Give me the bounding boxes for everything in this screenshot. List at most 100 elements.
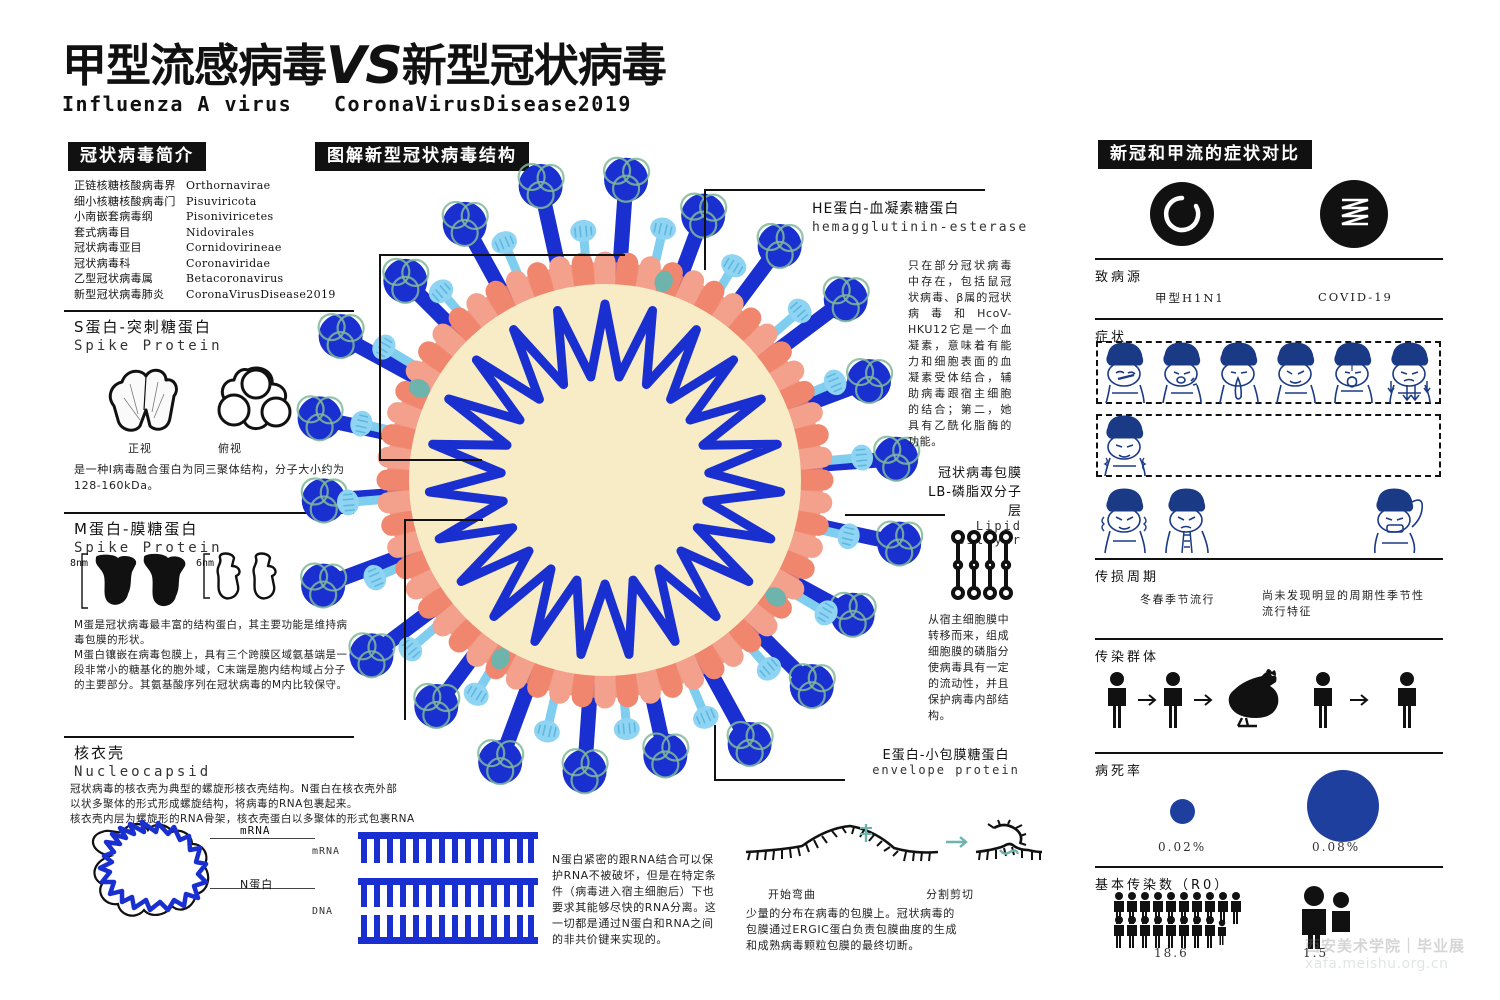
s-protein-title-cn: S蛋白-突刺糖蛋白 [74, 318, 212, 336]
membrane-lipid [405, 567, 446, 600]
group-label: 传染群体 [1095, 650, 1160, 665]
chip-compare: 新冠和甲流的症状对比 [1098, 140, 1312, 169]
m-protein-dim-left: 8nm [70, 558, 89, 569]
s-protein-section: S蛋白-突刺糖蛋白 Spike Protein [74, 318, 223, 356]
cycle-flu-value: 冬春季节流行 [1140, 593, 1215, 606]
budding-step2-label: 分割剪切 [926, 888, 974, 901]
s-protein-front-label: 正视 [128, 442, 152, 455]
strand-dna-label: DNA [312, 906, 334, 917]
he-protein-section: HE蛋白-血凝素糖蛋白 hemagglutinin-esterase [812, 198, 1028, 235]
he-protein-title-cn: HE蛋白-血凝素糖蛋白 [812, 201, 960, 217]
membrane-lipid [635, 661, 661, 704]
divider [1095, 318, 1443, 320]
chip-intro: 冠状病毒简介 [68, 142, 206, 171]
fatality-covid-bubble [1307, 770, 1379, 842]
m-protein-icon [81, 552, 277, 609]
divider [1095, 258, 1443, 260]
divider [64, 736, 354, 738]
divider [1095, 752, 1443, 754]
membrane-budding-icon [745, 819, 1043, 862]
symptom-row-shared [1096, 414, 1441, 477]
symptom-figures-row3 [1101, 488, 1424, 554]
title-vs: VS [326, 36, 403, 96]
mrna-strand-icon [358, 832, 538, 863]
membrane-lipid [740, 323, 778, 360]
symptom-figure-row2 [1103, 415, 1147, 477]
transmission-group-icons [1108, 669, 1416, 728]
membrane-lipid [418, 584, 457, 619]
membrane-lipid [709, 293, 744, 332]
membrane-lipid [635, 256, 661, 299]
membrane-lipid [466, 628, 501, 667]
e-protein-dot [408, 378, 431, 398]
membrane-lipid [485, 280, 518, 321]
membrane-lipid [773, 380, 815, 411]
membrane-lipid [780, 402, 823, 430]
leader-lines [379, 189, 985, 781]
e-protein-desc: 少量的分布在病毒的包膜上。冠状病毒的包膜通过ERGIC蛋白负责包膜曲度的生成和成… [746, 907, 958, 952]
membrane-lipid [753, 341, 792, 376]
membrane-lipid [571, 664, 596, 708]
membrane-lipid [381, 510, 424, 536]
e-protein-title-cn: E蛋白-小包膜糖蛋白 [882, 748, 1010, 763]
nucleocapsid-title-en: Nucleocapsid [74, 764, 212, 780]
membrane-lipid [549, 661, 575, 704]
membrane-lipid [709, 628, 744, 667]
strand-mrna-label: mRNA [312, 846, 341, 857]
membrane-lipid [405, 360, 446, 393]
m-protein-dim-right: 6nm [196, 558, 215, 569]
membrane-lipid [505, 270, 536, 312]
symptom-row-flu [1096, 341, 1441, 404]
watermark-line1: 西安美术学院｜毕业展 [1305, 937, 1466, 955]
title-en-left: Influenza A virus [62, 92, 293, 116]
membrane-lipid [549, 256, 575, 299]
membrane-lipid [387, 402, 430, 430]
page-title: 甲型流感病毒VS新型冠状病毒 Influenza A virus CoronaV… [62, 40, 682, 130]
m-protein-section: M蛋白-膜糖蛋白 Spike Protein [74, 520, 223, 558]
divider [1095, 638, 1443, 640]
e-protein-dot [490, 648, 511, 670]
chip-structure: 图解新型冠状病毒结构 [315, 142, 529, 171]
chicken-icon [1228, 669, 1279, 728]
nucleocapsid-section: 核衣壳 Nucleocapsid [74, 744, 211, 782]
membrane-lipid [432, 600, 470, 637]
title-cn-left: 甲型流感病毒 [62, 39, 327, 92]
membrane-lipid [764, 360, 805, 393]
he-protein-title-en: hemagglutinin-esterase [812, 220, 1029, 235]
fatality-flu-bubble [1170, 799, 1195, 824]
divider [64, 512, 354, 514]
e-protein-section: E蛋白-小包膜糖蛋白 envelope protein [866, 744, 1026, 777]
m-protein-title-en: Spike Protein [74, 540, 223, 556]
fatality-label: 病死率 [1095, 764, 1144, 779]
nucleocapsid-helix-icon [92, 819, 210, 917]
covid-badge-icon [1320, 180, 1388, 248]
r0-flu-value: 18.6 [1154, 946, 1189, 960]
membrane-lipid [466, 293, 501, 332]
spike-protein-front-view-icon [108, 366, 292, 432]
mrna-label: mRNA [240, 824, 271, 837]
title-en-right: CoronaVirusDisease2019 [334, 92, 632, 116]
membrane-lipid [448, 307, 485, 345]
membrane-lipid [692, 280, 725, 321]
cycle-covid-value: 尚未发现明显的周期性季节性流行特征 [1262, 589, 1425, 618]
membrane-lipid [786, 510, 829, 536]
membrane-lipid [674, 270, 705, 312]
membrane-lipid [395, 549, 437, 580]
m-protein-title-cn: M蛋白-膜糖蛋白 [74, 520, 199, 538]
fatality-flu-value: 0.02% [1158, 840, 1207, 854]
watermark-line2: xafa.meishu.org.cn [1305, 956, 1449, 972]
rna-helix [424, 299, 786, 659]
membrane-lipid [692, 639, 725, 680]
nucleocapsid-title-cn: 核衣壳 [74, 744, 126, 762]
e-protein-dot [765, 587, 787, 607]
chip-intro-label: 冠状病毒简介 [68, 142, 206, 171]
membrane-lipid [773, 549, 815, 580]
r0-label: 基本传染数（R0） [1095, 878, 1231, 893]
chip-compare-label: 新冠和甲流的症状对比 [1098, 140, 1312, 169]
s-protein-title-en: Spike Protein [74, 338, 223, 354]
